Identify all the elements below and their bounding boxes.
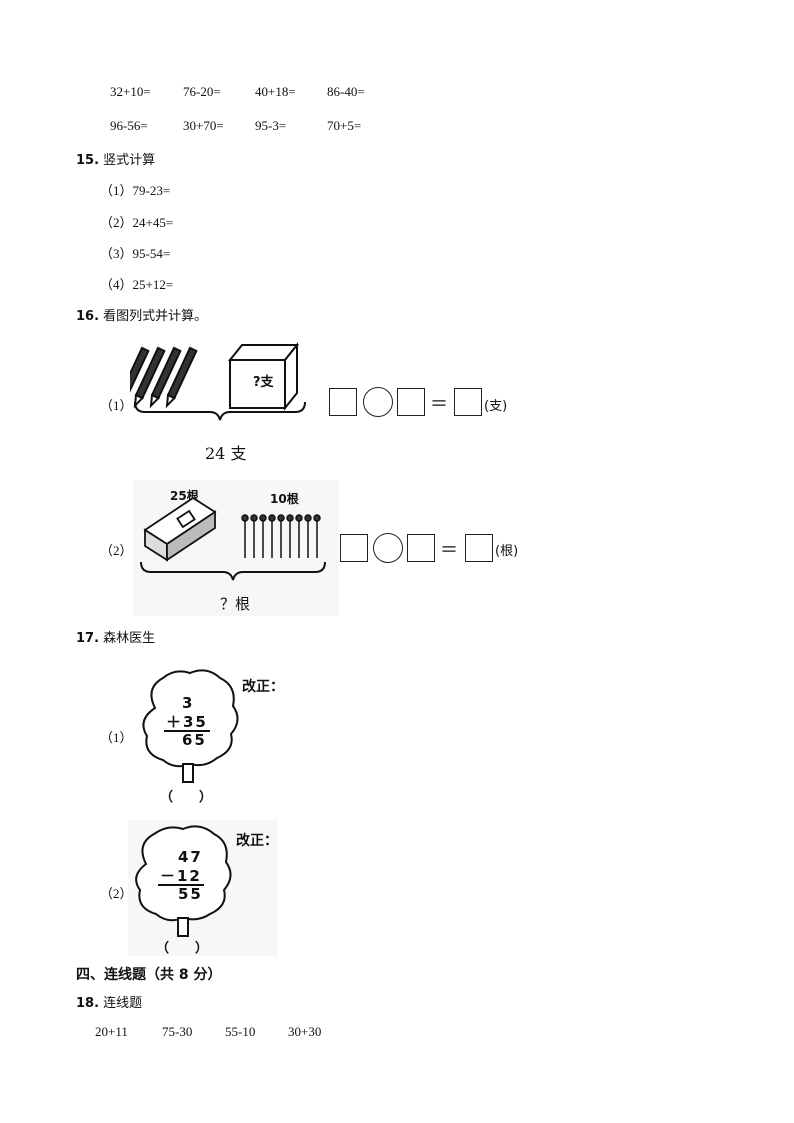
addend-middle: ＋35	[166, 713, 208, 731]
matching-item[interactable]: 75-30	[162, 1024, 193, 1039]
box-icon	[227, 342, 300, 411]
correction-label: 改正：	[236, 833, 278, 849]
total-question-label: ？根	[220, 595, 251, 613]
tree-icon	[135, 825, 232, 937]
answer-box[interactable]	[454, 388, 482, 416]
wrong-result: 65	[182, 731, 207, 749]
item-label: （3）	[100, 246, 133, 261]
operator-circle[interactable]	[363, 387, 393, 417]
calc-item: 70+5=	[327, 118, 362, 133]
total-label: 24 支	[205, 444, 247, 463]
matching-item[interactable]: 30+30	[288, 1024, 322, 1039]
wrong-result: 55	[178, 885, 203, 903]
brace	[140, 561, 326, 581]
item-label: （4）	[100, 277, 133, 292]
item-expression: 79-23=	[132, 183, 171, 198]
q17-part1-label: （1）	[100, 730, 133, 745]
q16-part2-label: （2）	[100, 543, 133, 558]
q16-part1-label: （1）	[100, 398, 133, 413]
tree-icon	[142, 669, 239, 783]
matchbox-and-matches-svg	[140, 496, 326, 581]
question-text: 竖式计算	[103, 153, 156, 168]
answer-box[interactable]	[465, 534, 493, 562]
question-text: 看图列式并计算。	[103, 309, 208, 324]
question-17-title: 17. 森林医生	[76, 627, 155, 646]
item-label: （1）	[100, 183, 133, 198]
question-text: 连线题	[103, 996, 143, 1011]
judgment-paren: （ ）	[156, 941, 209, 956]
calc-item: 86-40=	[327, 84, 365, 99]
q17-part2-label: （2）	[100, 886, 133, 901]
minuend-top: 47	[178, 848, 203, 866]
pencil-icon	[130, 346, 198, 409]
item-expression: 25+12=	[132, 277, 174, 292]
matching-item[interactable]: 20+11	[95, 1024, 128, 1039]
subtrahend-middle: －12	[160, 867, 202, 885]
answer-box[interactable]	[397, 388, 425, 416]
matchbox-icon	[143, 496, 217, 562]
equals-sign: ＝	[430, 394, 448, 415]
operator-circle[interactable]	[373, 533, 403, 563]
question-number: 17.	[76, 631, 100, 646]
section-4-heading: 四、连线题（共 8 分）	[76, 967, 222, 983]
q15-item-4: （4）25+12=	[100, 274, 173, 293]
question-number: 18.	[76, 996, 100, 1011]
calc-line	[164, 730, 210, 732]
matches-count-label: 10根	[270, 492, 299, 506]
pencils-and-box-figure	[130, 342, 306, 421]
unit-label: (根)	[495, 544, 519, 559]
matching-item[interactable]: 55-10	[225, 1024, 256, 1039]
calc-item: 30+70=	[183, 118, 224, 133]
addend-top: 3	[182, 694, 193, 712]
q15-item-1: （1）79-23=	[100, 180, 170, 199]
matches-icon	[241, 514, 321, 558]
answer-box[interactable]	[407, 534, 435, 562]
unit-label: (支)	[484, 399, 508, 414]
question-number: 15.	[76, 153, 100, 168]
question-18-title: 18. 连线题	[76, 992, 142, 1011]
answer-box[interactable]	[340, 534, 368, 562]
q15-item-3: （3）95-54=	[100, 243, 170, 262]
item-label: （2）	[100, 215, 133, 230]
question-text: 森林医生	[103, 631, 156, 646]
q15-item-2: （2）24+45=	[100, 212, 173, 231]
calc-item: 76-20=	[183, 84, 221, 99]
answer-box[interactable]	[329, 388, 357, 416]
calc-item: 96-56=	[110, 118, 148, 133]
item-expression: 24+45=	[132, 215, 174, 230]
question-15-title: 15. 竖式计算	[76, 149, 155, 168]
question-number: 16.	[76, 309, 100, 324]
calc-item: 40+18=	[255, 84, 296, 99]
question-16-title: 16. 看图列式并计算。	[76, 305, 207, 324]
equals-sign: ＝	[440, 540, 458, 561]
judgment-paren: （ ）	[160, 790, 213, 805]
calc-item: 32+10=	[110, 84, 151, 99]
correction-label: 改正：	[242, 679, 284, 695]
brace	[134, 401, 306, 421]
item-expression: 95-54=	[132, 246, 171, 261]
box-label: ?支	[253, 375, 274, 390]
calc-line	[158, 884, 204, 886]
calc-item: 95-3=	[255, 118, 287, 133]
